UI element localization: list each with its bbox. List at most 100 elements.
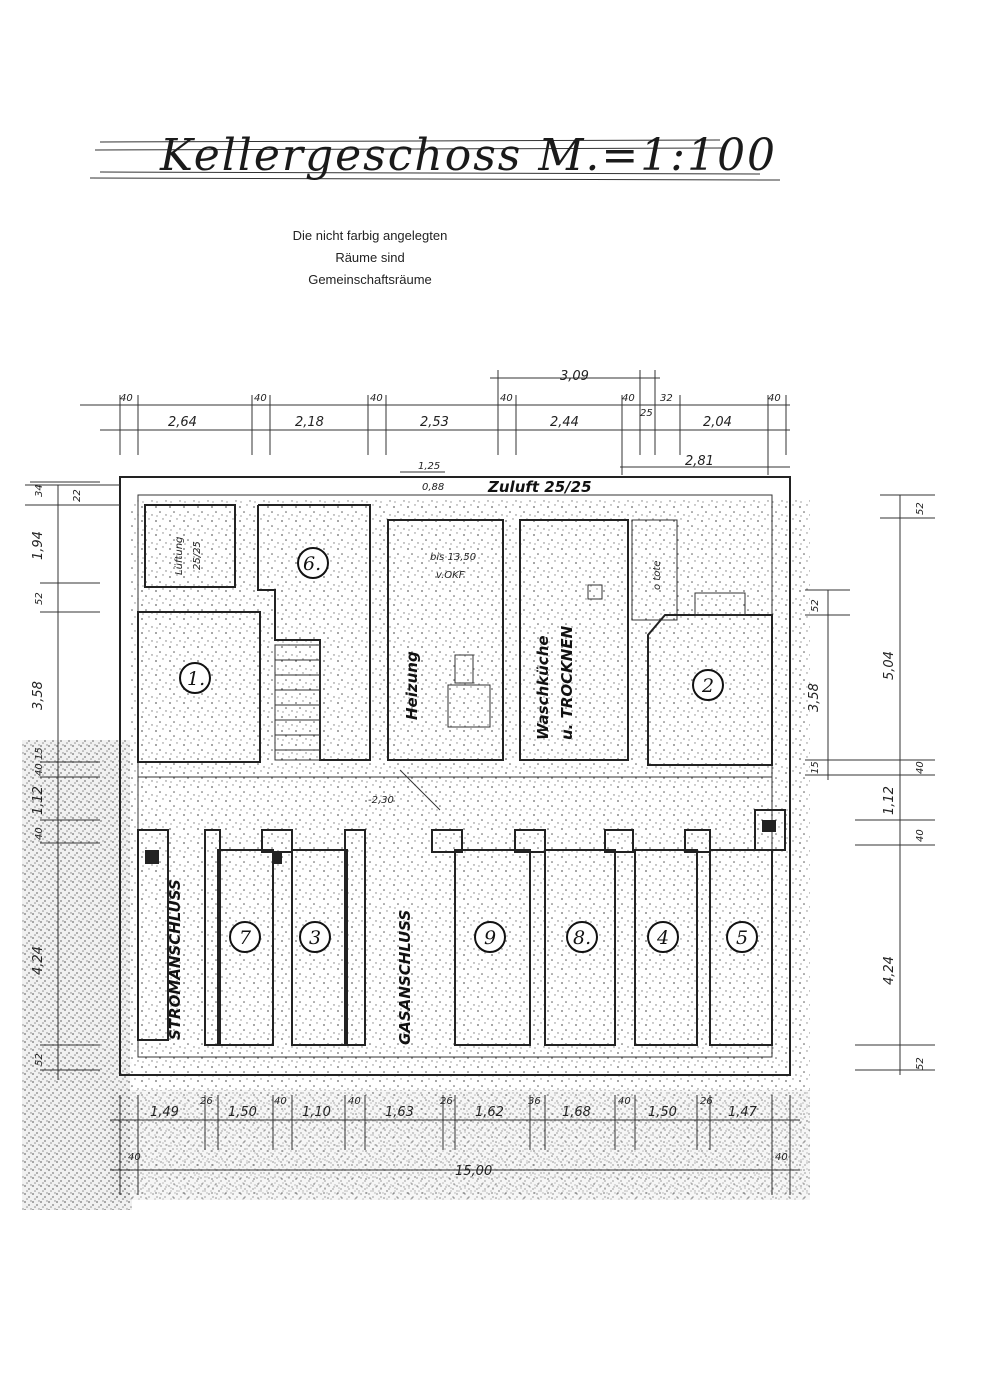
dim-right-2: 52 [810, 599, 821, 612]
gasanschluss-label: GASANSCHLUSS [396, 910, 414, 1045]
dim-bottom-4: 1,63 [385, 1105, 414, 1120]
room-2 [647, 614, 773, 766]
tote-label: o tote [652, 561, 663, 590]
dim-bottom-8: 1,47 [728, 1105, 758, 1120]
dim-wall-1: 40 [120, 393, 133, 404]
bottom-dimension-chain: 1,49 1,50 1,10 1,63 1,62 1,68 1,50 1,47 … [110, 1095, 800, 1195]
dim-upper: 3,09 [560, 369, 589, 384]
plan-title: Kellergeschoss M.=1:100 [159, 130, 777, 181]
dim-right-3: 5,04 [882, 651, 897, 680]
dim-right-7: 1,12 [882, 786, 897, 815]
dim-wall-6: 32 [660, 393, 673, 404]
room-label-8: 8. [573, 927, 591, 949]
dim-lower: 2,81 [685, 454, 714, 469]
dim-right-5: 15 [810, 761, 821, 774]
dim-bottom-wall-5: 36 [528, 1096, 541, 1107]
exterior-walls [25, 476, 791, 1076]
dim-bottom-wall-3: 40 [348, 1096, 361, 1107]
level-label: -2,30 [368, 795, 394, 806]
lueftung-shaft [144, 504, 236, 588]
boiler-top [454, 654, 474, 684]
room-label-3: 3 [309, 927, 321, 949]
heizung-label: Heizung [403, 651, 421, 720]
room-waschkueche [519, 519, 629, 761]
dim-bottom-1: 1,49 [150, 1105, 179, 1120]
speckle-bottom [110, 1090, 810, 1200]
lower-compartments: STROMANSCHLUSS GASANSCHLUSS [137, 809, 786, 1046]
dim-bottom-wall-7: 26 [700, 1096, 713, 1107]
dim-left-6: 15 [34, 747, 45, 760]
dim-left-2: 22 [72, 489, 83, 502]
zuluft-label: Zuluft 25/25 [487, 478, 592, 496]
dim-wall-2: 40 [254, 393, 267, 404]
dim-left-3: 1,94 [31, 531, 46, 560]
dim-top-3: 2,53 [420, 415, 449, 430]
compartment-4 [634, 849, 698, 1046]
dim-top-4: 2,44 [550, 415, 579, 430]
dim-wall-7: 40 [768, 393, 781, 404]
compartment-5 [709, 849, 773, 1046]
dim-opening-b: 0,88 [422, 482, 444, 493]
dim-left-8: 1,12 [31, 786, 46, 815]
top-dimension-chain: 2,64 2,18 2,53 2,44 2,04 40 40 40 40 40 … [80, 369, 790, 493]
stromanschluss-label: STROMANSCHLUSS [166, 879, 184, 1040]
compartment-9 [454, 849, 531, 1046]
meter-icon-right [762, 820, 776, 832]
dim-bottom-3: 1,10 [302, 1105, 331, 1120]
legend-note: Die nicht farbig angelegten Räume sind G… [250, 225, 490, 291]
dim-opening-a: 1,25 [418, 461, 440, 472]
dim-right-10: 52 [915, 1057, 926, 1070]
room-6 [257, 504, 371, 761]
compartment-8 [544, 849, 616, 1046]
dim-top-2: 2,18 [295, 415, 324, 430]
dim-bottom-6: 1,68 [562, 1105, 591, 1120]
room-label-2: 2 [701, 675, 714, 697]
dim-left-7: 40 [34, 763, 45, 776]
dim-left-11: 52 [34, 1053, 45, 1066]
dim-right-4: 3,58 [807, 683, 822, 712]
shaft-2 [694, 592, 746, 616]
lueftung-label: Lüftung [174, 537, 185, 575]
compartment-7 [217, 849, 274, 1046]
room-label-9: 9 [484, 927, 496, 949]
dim-top-5: 2,04 [703, 415, 732, 430]
title-group: Kellergeschoss M.=1:100 [89, 130, 781, 181]
dim-right-8: 40 [915, 829, 926, 842]
upper-rooms: Lüftung 25/25 Heizung bis 13,50 v.OKF Wa… [137, 478, 773, 766]
dim-wall-4: 40 [500, 393, 513, 404]
left-dimension-chain: 34 22 1,94 52 3,58 15 40 1,12 40 4,24 52 [30, 481, 100, 1080]
room-label-5: 5 [736, 927, 748, 949]
room-label-6: 6. [303, 553, 321, 575]
room-label-1: 1. [187, 668, 205, 690]
compartment-3 [291, 849, 348, 1046]
right-dimension-chain: 52 52 5,04 3,58 15 40 1,12 40 4,24 52 [805, 494, 935, 1075]
room-numbers: 1. 2 6. 7 3 9 8. 4 5 [179, 547, 758, 953]
dim-bottom-wall-1: 26 [200, 1096, 213, 1107]
dim-bottom-5: 1,62 [475, 1105, 504, 1120]
drain-icon [587, 584, 603, 600]
dim-left-5: 3,58 [31, 681, 46, 710]
staircase [274, 644, 321, 761]
room-label-4: 4 [656, 927, 669, 949]
legend-note-line-1: Die nicht farbig angelegten [292, 228, 448, 243]
dim-right-1: 52 [915, 502, 926, 515]
dim-left-9: 40 [34, 827, 45, 840]
dim-bottom-total: 15,00 [455, 1164, 492, 1179]
corridor-tote [631, 519, 678, 621]
meter-icon-left [145, 850, 159, 864]
heizung-note-2: v.OKF [436, 570, 465, 581]
dim-left-10: 4,24 [31, 946, 46, 975]
dim-top-1: 2,64 [168, 415, 197, 430]
dim-left-4: 52 [34, 592, 45, 605]
dim-bottom-2: 1,50 [228, 1105, 257, 1120]
dim-bottom-end-left: 40 [128, 1152, 141, 1163]
room-heizung [387, 519, 504, 761]
meter-icon-7 [272, 852, 282, 864]
room-label-7: 7 [239, 927, 252, 949]
dim-bottom-7: 1,50 [648, 1105, 677, 1120]
dim-wall-8: 25 [640, 408, 653, 419]
dim-wall-3: 40 [370, 393, 383, 404]
room-1 [137, 611, 261, 763]
legend-note-line-2: Räume sind [335, 250, 405, 265]
